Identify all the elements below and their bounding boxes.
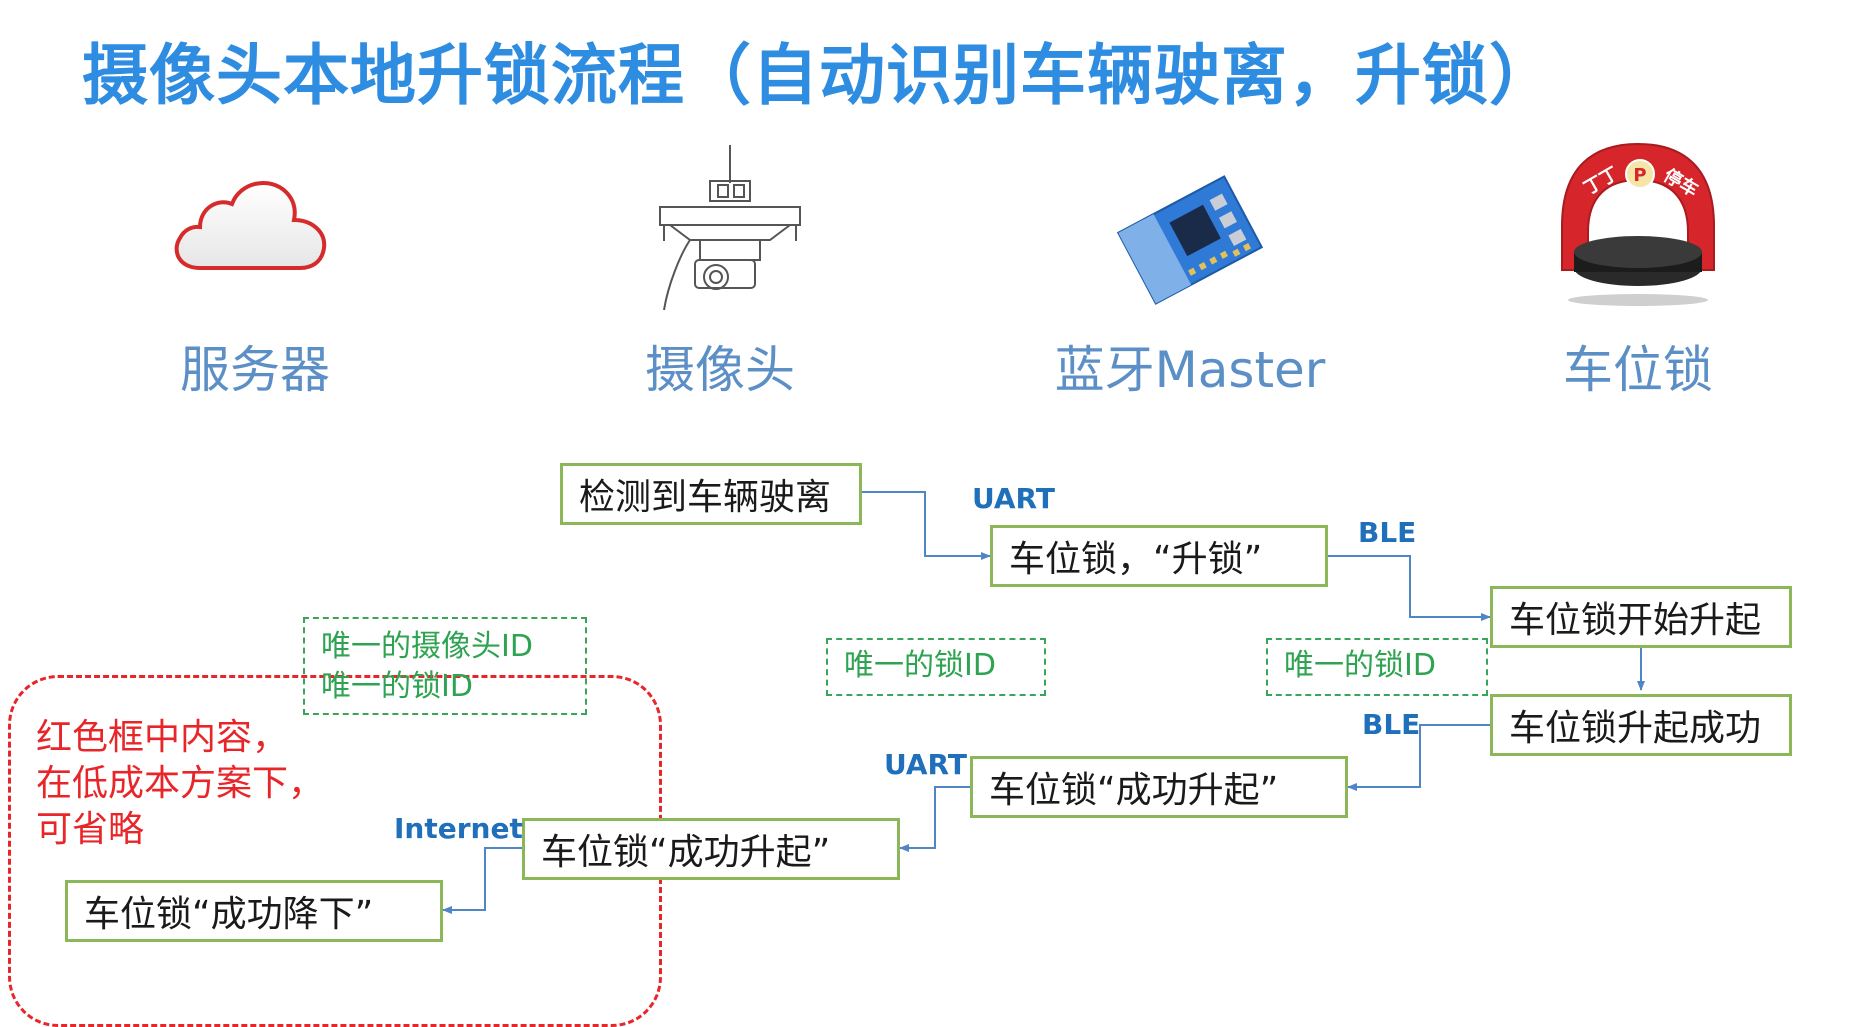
protocol-label-ble: BLE (1362, 708, 1421, 741)
actor-label-camera: 摄像头 (645, 341, 795, 399)
connector-btreport-to-camreport (899, 786, 970, 852)
note-camera-and-lock-id: 唯一的摄像头ID 唯一的锁ID (303, 617, 587, 715)
optional-note-line: 在低成本方案下， (36, 763, 325, 804)
note-lock-id: 唯一的锁ID (1266, 638, 1488, 696)
protocol-label-ble: BLE (1358, 516, 1417, 549)
connector-cmd-to-start (1328, 555, 1491, 621)
connector-detect-to-cmd (862, 491, 991, 560)
protocol-label-uart: UART (884, 748, 967, 781)
cloud-icon (174, 181, 327, 270)
step-lock-raised-success: 车位锁升起成功 (1490, 694, 1792, 756)
step-server-report: 车位锁“成功降下” (65, 880, 443, 942)
parking-lock-icon: P 丁丁 停车 (1561, 142, 1715, 306)
protocol-label-uart: UART (972, 482, 1055, 515)
optional-note-line: 可省略 (36, 809, 145, 850)
camera-icon (659, 145, 801, 311)
protocol-label-internet: Internet (394, 812, 523, 845)
note-camera-id-line: 唯一的摄像头ID (321, 629, 533, 664)
note-lock-id: 唯一的锁ID (826, 638, 1046, 696)
note-lock-id-line: 唯一的锁ID (321, 669, 473, 704)
step-lock-start-raising: 车位锁开始升起 (1490, 586, 1792, 648)
svg-text:P: P (1633, 165, 1646, 186)
actor-label-bluetooth: 蓝牙Master (1054, 341, 1326, 399)
optional-note-line: 红色框中内容， (36, 717, 289, 758)
connector-camreport-to-server (442, 847, 522, 914)
page-title: 摄像头本地升锁流程（自动识别车辆驶离，升锁） (82, 37, 1556, 114)
optional-section-note: 红色框中内容， 在低成本方案下， 可省略 (36, 715, 324, 853)
actor-label-lock: 车位锁 (1563, 341, 1713, 399)
step-detect-vehicle-left: 检测到车辆驶离 (560, 463, 862, 525)
bluetooth-module-icon (1116, 175, 1264, 305)
step-bt-report-raised: 车位锁“成功升起” (970, 756, 1348, 818)
connector-success-to-btreport (1347, 724, 1490, 791)
step-lock-up-command: 车位锁，“升锁” (990, 525, 1328, 587)
actor-label-server: 服务器 (180, 341, 330, 399)
step-camera-report-raised: 车位锁“成功升起” (522, 818, 900, 880)
